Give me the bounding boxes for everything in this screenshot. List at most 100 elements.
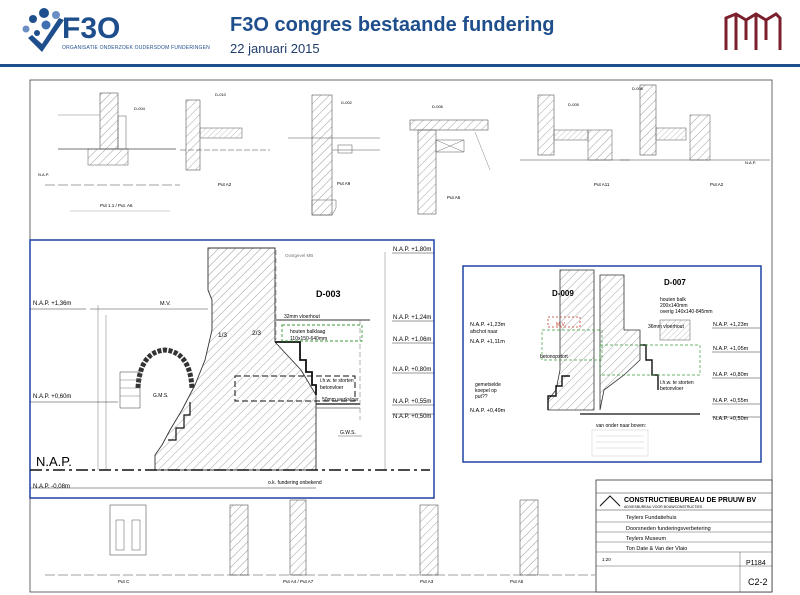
level-label: N.A.P. +1,06m [393,337,431,343]
ratio-label: 1/3 [218,332,227,339]
level-label: N.A.P. +1,36m [33,301,71,307]
level-label: N.A.P. +1,24m [393,315,431,321]
level-label: N.A.P. +1,80m [393,247,431,253]
foundation-wall-section [154,247,317,471]
top-detail-label: D-004 [134,106,146,111]
level-label: N.A.P. +0,55m [713,398,749,404]
top-caption: Put A9 [337,181,351,186]
detail-003-panel: G.M.S. D-003 Oostgevel MB M.V. 1/3 2/3 3… [29,239,435,499]
foundation-label: o.k. fundering onbekend [268,480,322,486]
top-detail-label: D-010 [215,92,227,97]
level-label: N.A.P. +0,80m [393,367,431,373]
subject-name: Doorsneden funderingsverbetering [626,526,711,532]
top-caption: Put A11 [594,182,610,187]
level-label: N.A.P. +0,50m [393,414,431,420]
beam-label: 200x140mm [660,303,688,309]
f3o-logo [14,6,204,58]
pour-outline [234,375,356,402]
detail-label: D-003 [316,289,341,299]
level-label: N.A.P. +1,05m [713,346,749,352]
brick-arch [135,347,195,389]
level-label: N.A.P. +0,50m [713,416,749,422]
top-detail-4: D-006 [409,104,491,215]
company-subtitle: ADVIESBUREAU VOOR BOUWCONSTRUCTIES [624,505,703,509]
beam-label: overig 140x140-845mm [660,309,713,315]
mv-label: M.V. [556,322,566,328]
company-name: CONSTRUCTIEBUREAU DE PRUUW BV [624,497,757,504]
top-detail-5: D-005 [520,94,630,161]
project-number: P1184 [746,560,766,567]
level-label: N.A.P. +0,60m [33,394,71,400]
project-name: Teylers Fundatiehuis [626,515,677,521]
beam-label: houten balklaag [290,329,326,335]
level-label: N.A.P. +1,23m [713,322,749,328]
beam-label: houten balk [660,297,686,303]
note-label: put?? [475,394,488,400]
pour-label: i.h.w. te storten [320,378,354,384]
top-caption: N.A.P. [38,172,49,177]
top-detail-label: D-006 [432,104,444,109]
pour-label: i.h.w. te storten [660,380,694,386]
header-rule [0,64,800,67]
workfloor-label: 50mm werkvloer [322,397,359,403]
detail-009-007-panel: M.V. betonopstort D-009 D-007 houten bal… [462,265,762,463]
beam-green-outline [281,324,363,342]
note-label: afschot naar [470,329,498,335]
right-level-labels: N.A.P. +1,80m N.A.P. +1,24m N.A.P. +1,06… [392,247,434,420]
title-block: CONSTRUCTIEBUREAU DE PRUUW BV ADVIESBURE… [595,479,773,593]
level-label: N.A.P. +0,80m [713,372,749,378]
top-detail-label: D-002 [341,100,353,105]
nap-big-label: N.A.P. [36,454,72,469]
logo-text: F3O [62,12,121,45]
bottom-caption: Put C [118,579,130,584]
level-label: N.A.P. +1,23m [470,322,506,328]
brand-logo-icon [724,12,782,50]
construction-drawing: D-004 D-010 D-002 D-006 [29,79,773,593]
beam-label: 110x150-640mm [290,336,327,342]
beton-label: betonopstort [540,354,568,360]
pour-label: betonvloer [660,386,684,392]
f3o-logo-icon [22,8,64,52]
top-details-row: D-004 D-010 D-002 D-006 [38,84,770,216]
top-detail-1: D-004 [45,92,180,186]
d007-levels: N.A.P. +1,23m N.A.P. +1,05m N.A.P. +0,80… [712,322,760,422]
detail-label: D-009 [552,289,574,298]
company-logo-icon [599,495,621,507]
top-detail-3: D-002 [288,94,380,216]
bottom-caption: Put A4 / Put A7 [283,579,314,584]
top-caption: Put A2 [218,182,232,187]
top-caption: N.A.P. [745,160,756,165]
level-label: N.A.P. -0,08m [33,484,70,490]
note-label: koepel op [475,388,497,394]
floor-label: 36mm vloerhout [648,324,684,330]
floor-label: 32mm vloerhout [284,314,320,320]
top-caption: Put A2 [710,182,724,187]
note-top: Oostgevel MB [285,253,313,258]
ratio-label: 2/3 [252,330,261,337]
level-label: N.A.P. +0,49m [470,408,506,414]
top-caption: Put 1.1 / Put. A6 [100,203,133,208]
level-label: N.A.P. +0,55m [393,399,431,405]
mv-label: M.V. [160,301,171,307]
top-detail-label: D-008 [632,86,644,91]
bottom-caption: Put A3 [420,579,434,584]
gms-label: G.M.S. [153,393,169,399]
detail-label: D-007 [664,278,686,287]
bottom-details-row: Put C Put A4 / Put A7 Put A3 Put A5 [45,499,595,584]
bottom-caption: Put A5 [510,579,524,584]
top-detail-6: D-008 [620,84,770,161]
client-name: Teylers Museum [626,536,666,542]
gws-label: G.W.S. [340,430,356,436]
top-detail-label: D-005 [568,102,580,107]
note-label: gemetselde [475,382,501,388]
page-date: 22 januari 2015 [230,41,320,56]
logo-subtitle: ORGANISATIE ONDERZOEK OUDERSDOM FUNDERIN… [62,45,210,51]
order-label: van onder naar boven: [596,423,646,429]
sheet-number: C2-2 [748,577,768,587]
scale-label: 1:20 [602,557,611,562]
architect-name: Ton Date & Van der Vlaio [626,546,687,552]
pour-label: betonvloer [320,385,344,391]
slide-header: F3O ORGANISATIE ONDERZOEK OUDERSDOM FUND… [0,0,800,64]
top-detail-2: D-010 [180,92,270,171]
page-title: F3O congres bestaande fundering [230,14,555,36]
